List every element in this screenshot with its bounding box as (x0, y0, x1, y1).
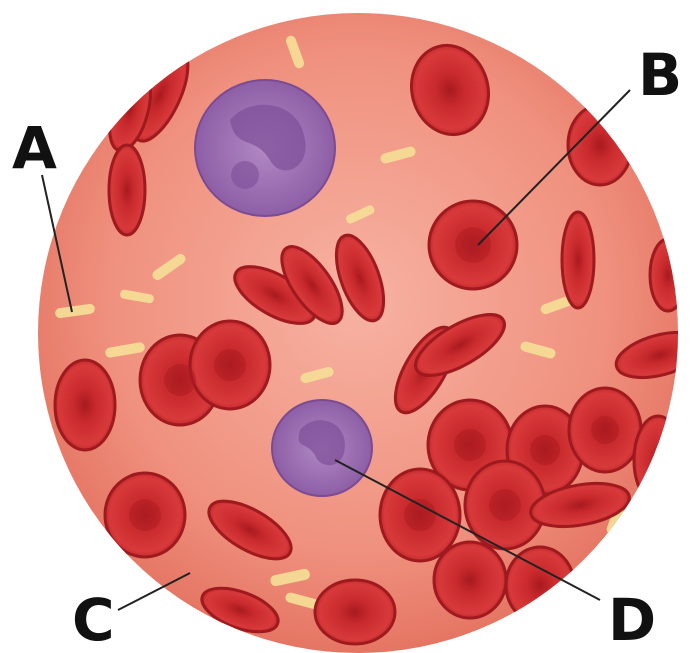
white-cell-d (272, 400, 372, 496)
red-blood-cell-icon (506, 547, 574, 623)
white-cell-top (195, 80, 335, 216)
red-blood-cell-icon (109, 145, 145, 235)
red-blood-cell-icon (315, 580, 395, 644)
red-blood-cell-icon (650, 239, 686, 311)
red-blood-cell-icon (562, 212, 594, 308)
red-blood-cell-icon (55, 360, 115, 450)
label-c: C (72, 586, 115, 653)
label-b: B (638, 41, 682, 109)
label-a: A (12, 114, 57, 182)
red-blood-cell-icon (434, 542, 506, 618)
red-blood-cell-icon (634, 416, 682, 504)
label-d: D (608, 586, 656, 653)
red-blood-cell-icon (568, 105, 632, 185)
